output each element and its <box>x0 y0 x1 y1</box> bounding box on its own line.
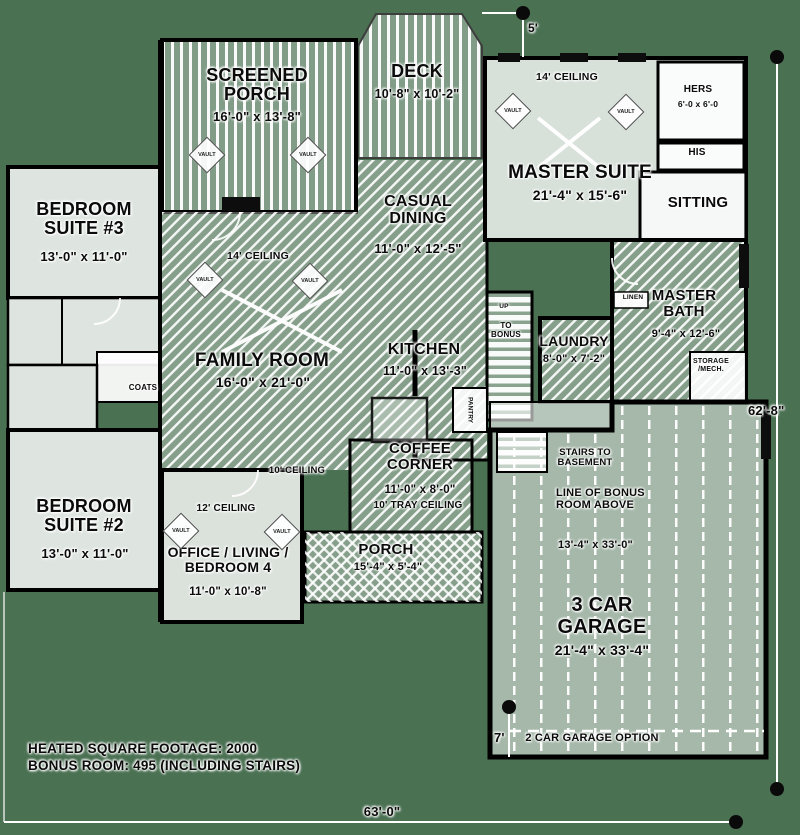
room-label-laundry: LAUNDRY <box>539 333 609 349</box>
stairs-up-label: UP <box>499 303 509 310</box>
footer-bonus-room: BONUS ROOM: 495 (INCLUDING STAIRS) <box>28 758 301 773</box>
pantry-label: PANTRY <box>466 397 474 423</box>
ceiling-note-master: 14' CEILING <box>536 71 598 83</box>
closet-label-his: HIS <box>688 147 706 158</box>
footer-heated-sqft: HEATED SQUARE FOOTAGE: 2000 <box>28 741 258 756</box>
stairs-to-bonus <box>485 290 534 422</box>
room-garage <box>487 399 769 760</box>
door-arcs <box>93 211 639 497</box>
room-dims-bedroom-suite-2: 13'-0" x 11'-0" <box>41 546 129 561</box>
dimension-right-overall: 62'-8" <box>748 403 785 418</box>
room-label-storage-mech: STORAGE /MECH. <box>693 358 729 373</box>
room-screened-porch <box>160 38 358 214</box>
room-label-office: OFFICE / LIVING / BEDROOM 4 <box>167 544 289 576</box>
vault-label: VAULT <box>617 108 635 115</box>
room-label-coffee-corner: COFFEE CORNER <box>386 440 454 474</box>
room-dims-screened-porch: 16'-0" x 13'-8" <box>212 109 301 124</box>
room-label-bedroom-suite-3: BEDROOM SUITE #3 <box>36 199 132 239</box>
room-label-master-bath: MASTER BATH <box>651 287 717 321</box>
dimension-garage-offset: 7' <box>494 730 505 745</box>
room-dims-master-suite: 21'-4" x 15'-6" <box>532 187 628 203</box>
dimension-bottom-overall: 63'-0" <box>363 804 401 819</box>
room-dims-laundry: 8'-0" x 7'-2" <box>542 353 606 365</box>
room-dims-master-bath: 9'-4" x 12'-6" <box>651 328 721 340</box>
room-label-casual-dining: CASUAL DINING <box>384 193 452 228</box>
ceiling-note-coffee: 10' TRAY CEILING <box>373 500 463 511</box>
vault-label: VAULT <box>301 277 319 284</box>
room-dims-garage: 21'-4" x 33'-4" <box>554 642 650 658</box>
room-dims-kitchen: 11'-0" x 13'-3" <box>382 364 468 378</box>
room-deck <box>357 13 483 159</box>
closet-his <box>656 141 746 172</box>
closet-label-linen: LINEN <box>622 294 644 301</box>
fireplace <box>222 197 260 211</box>
vault-label: VAULT <box>196 276 214 283</box>
closet-hers <box>656 60 746 142</box>
room-dims-casual-dining: 11'-0" x 12'-5" <box>374 241 462 256</box>
garage-option-label: 2 CAR GARAGE OPTION <box>525 732 659 744</box>
room-label-screened-porch: SCREENED PORCH <box>206 65 308 105</box>
vault-label: VAULT <box>198 151 216 158</box>
room-label-porch: PORCH <box>358 541 414 558</box>
dimension-lines <box>3 12 778 823</box>
ceiling-note-family: 14' CEILING <box>227 250 289 262</box>
room-label-family-room: FAMILY ROOM <box>194 350 330 371</box>
window-marks <box>498 53 771 459</box>
vault-label: VAULT <box>172 527 190 534</box>
room-dims-deck: 10'-8" x 10'-2" <box>374 87 460 101</box>
vault-label: VAULT <box>504 107 522 114</box>
dimension-top-offset: 5' <box>528 21 538 35</box>
room-dims-family-room: 16'-0" x 21'-0" <box>215 374 311 390</box>
room-dims-bedroom-suite-3: 13'-0" x 11'-0" <box>40 249 128 264</box>
bonus-room-line-label: LINE OF BONUS ROOM ABOVE <box>556 487 645 511</box>
room-label-kitchen: KITCHEN <box>387 341 461 358</box>
vault-label: VAULT <box>299 151 317 158</box>
room-label-bedroom-suite-2: BEDROOM SUITE #2 <box>36 496 132 536</box>
closet-dims-hers: 6'-0 x 6'-0 <box>677 99 719 109</box>
room-sitting <box>638 170 748 242</box>
stairs-to-basement-label: STAIRS TO BASEMENT <box>557 447 613 469</box>
vault-label: VAULT <box>273 528 291 535</box>
bonus-room-line-dims: 13'-4" x 33'-0" <box>558 539 633 551</box>
ceiling-note-office: 12' CEILING <box>196 503 256 514</box>
closet-label-hers: HERS <box>683 84 713 95</box>
dimension-dots <box>502 6 784 829</box>
stairs-to-bonus-label: TO BONUS <box>491 321 521 339</box>
room-bedroom-suite-2 <box>6 428 162 592</box>
ceiling-x-marks <box>221 116 602 354</box>
stairs-to-basement-treads <box>496 431 548 473</box>
closet-label-coats: COATS <box>128 383 158 392</box>
walls <box>158 40 490 622</box>
closet-linen <box>613 291 649 309</box>
room-dims-porch: 15'-4" x 5'-4" <box>353 561 423 573</box>
room-dims-office: 11'-0" x 10'-8" <box>189 586 267 598</box>
room-label-deck: DECK <box>391 61 443 81</box>
room-label-master-suite: MASTER SUITE <box>508 162 652 183</box>
room-dims-coffee-corner: 11'-0" x 8'-0" <box>384 484 456 496</box>
ceiling-note-entry: 10' CEILING <box>268 465 326 476</box>
room-label-garage: 3 CAR GARAGE <box>557 594 647 638</box>
kitchen-island <box>370 396 429 444</box>
room-label-sitting: SITTING <box>667 194 729 211</box>
